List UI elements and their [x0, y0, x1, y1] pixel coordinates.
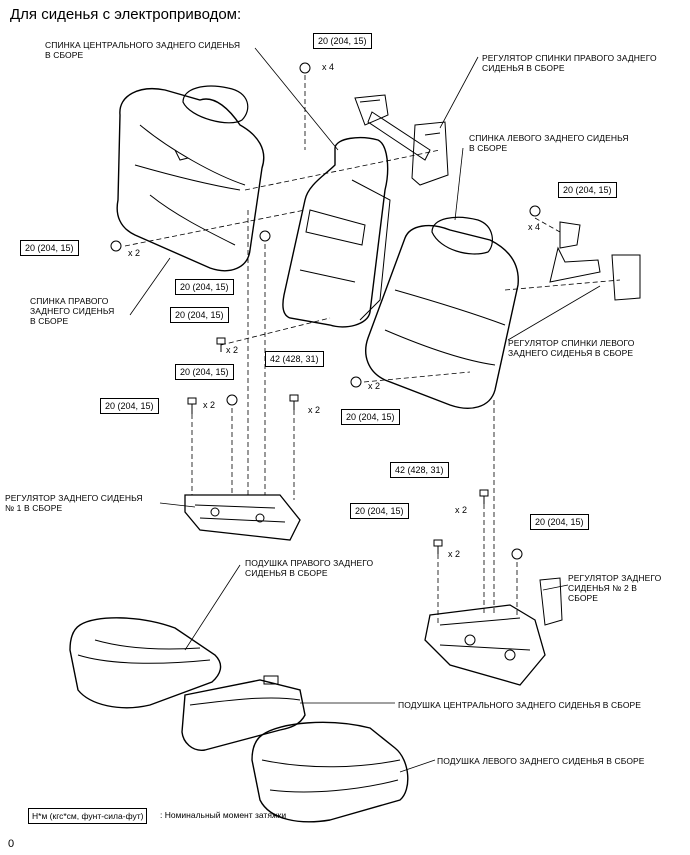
torque-box: 20 (204, 15): [100, 398, 159, 414]
label-rear-adjuster-2: РЕГУЛЯТОР ЗАДНЕГО СИДЕНЬЯ № 2 В СБОРЕ: [568, 573, 662, 603]
leader-lines: [129, 47, 601, 773]
torque-box: 20 (204, 15): [558, 182, 617, 198]
quantity-label: x 2: [455, 505, 468, 515]
label-left-cushion: ПОДУШКА ЛЕВОГО ЗАДНЕГО СИДЕНЬЯ В СБОРЕ: [437, 756, 645, 766]
left-back-adjuster-drawing: [549, 221, 641, 301]
torque-box: 42 (428, 31): [265, 351, 324, 367]
torque-box: 20 (204, 15): [170, 307, 229, 323]
torque-box: 20 (204, 15): [341, 409, 400, 425]
legend-units-box: Н*м (кгс*см, фунт-сила-фут): [28, 808, 148, 824]
fasteners: [110, 62, 541, 560]
label-right-back: СПИНКА ПРАВОГО ЗАДНЕГО СИДЕНЬЯ В СБОРЕ: [30, 296, 115, 326]
left-seatback-drawing: [365, 216, 519, 409]
quantity-label: x 2: [308, 405, 321, 415]
label-right-back-adjuster: РЕГУЛЯТОР СПИНКИ ПРАВОГО ЗАДНЕГО СИДЕНЬЯ…: [482, 53, 657, 73]
page-title: Для сиденья с электроприводом:: [10, 6, 242, 23]
left-cushion-drawing: [251, 721, 409, 823]
torque-box: 20 (204, 15): [313, 33, 372, 49]
label-center-back: СПИНКА ЦЕНТРАЛЬНОГО ЗАДНЕГО СИДЕНЬЯ В СБ…: [45, 40, 241, 60]
torque-box: 20 (204, 15): [20, 240, 79, 256]
right-back-adjuster-drawing: [354, 94, 449, 186]
quantity-label: x 2: [448, 549, 461, 559]
label-center-cushion: ПОДУШКА ЦЕНТРАЛЬНОГО ЗАДНЕГО СИДЕНЬЯ В С…: [398, 700, 642, 710]
right-seatback-drawing: [116, 85, 265, 272]
label-left-back-adjuster: РЕГУЛЯТОР СПИНКИ ЛЕВОГО ЗАДНЕГО СИДЕНЬЯ …: [508, 338, 635, 358]
center-seatback-drawing: [282, 136, 391, 328]
torque-box: 20 (204, 15): [350, 503, 409, 519]
legend-description: : Номинальный момент затяжки: [160, 810, 287, 820]
torque-box: 20 (204, 15): [175, 279, 234, 295]
quantity-label: x 2: [226, 345, 239, 355]
torque-box: 42 (428, 31): [390, 462, 449, 478]
quantity-label: x 4: [528, 222, 541, 232]
quantity-label: x 2: [203, 400, 216, 410]
rear-adjuster-1-drawing: [184, 494, 301, 541]
dashed-assembly-lines: [124, 75, 621, 625]
label-left-back: СПИНКА ЛЕВОГО ЗАДНЕГО СИДЕНЬЯ В СБОРЕ: [469, 133, 629, 153]
torque-box: 20 (204, 15): [175, 364, 234, 380]
center-cushion-drawing: [181, 675, 306, 751]
torque-box: 20 (204, 15): [530, 514, 589, 530]
quantity-label: x 2: [368, 381, 381, 391]
right-cushion-drawing: [69, 617, 222, 709]
rear-adjuster-2-drawing: [424, 577, 563, 686]
label-rear-adjuster-1: РЕГУЛЯТОР ЗАДНЕГО СИДЕНЬЯ № 1 В СБОРЕ: [5, 493, 143, 513]
quantity-label: x 4: [322, 62, 335, 72]
quantity-label: x 2: [128, 248, 141, 258]
page-footer: 0: [8, 838, 15, 850]
label-right-cushion: ПОДУШКА ПРАВОГО ЗАДНЕГО СИДЕНЬЯ В СБОРЕ: [245, 558, 374, 578]
